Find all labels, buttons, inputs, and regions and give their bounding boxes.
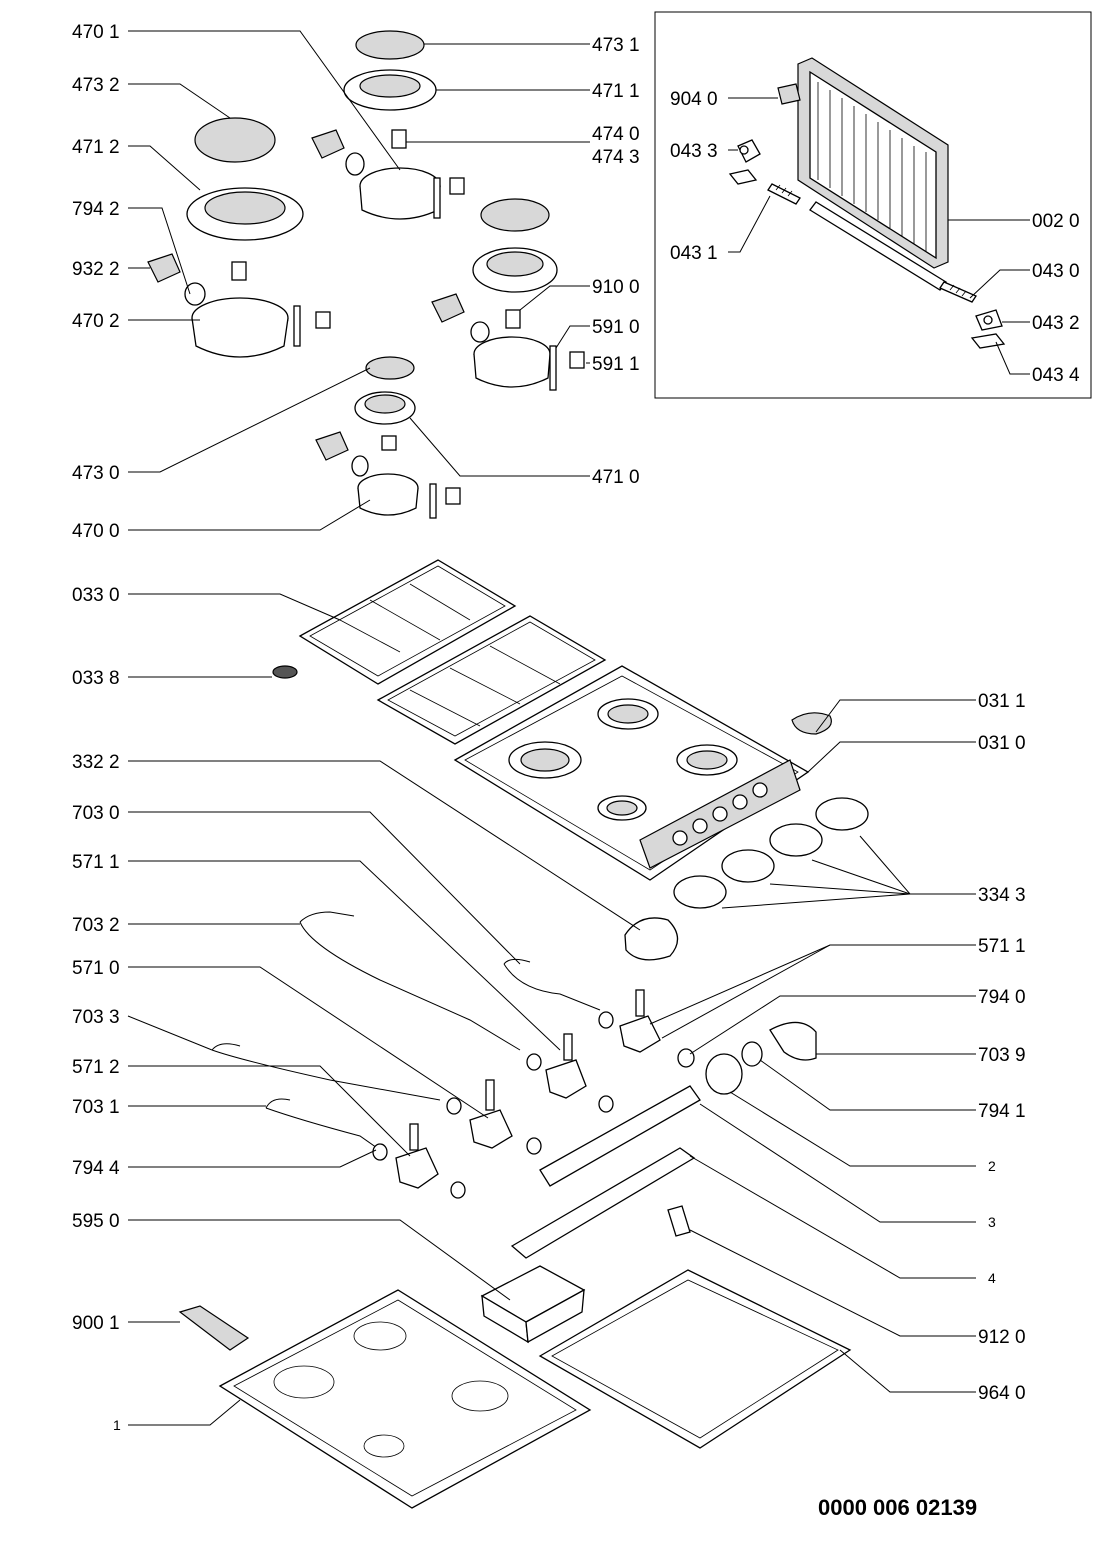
pan-supports (272, 559, 607, 745)
hinge-left (728, 139, 761, 185)
gas-pipes (211, 911, 601, 1151)
hinge-right (970, 309, 1006, 349)
callout-571-1-left: 571 1 (72, 852, 120, 873)
callout-470-0: 470 0 (72, 521, 120, 542)
gas-taps (395, 989, 661, 1189)
callout-912-0: 912 0 (978, 1327, 1026, 1348)
knob-332-2 (624, 917, 679, 961)
base-tray (218, 1289, 592, 1509)
callout-703-3: 703 3 (72, 1007, 120, 1028)
leader-lines (127, 30, 1030, 1426)
glass-lid (797, 57, 949, 291)
gasket-964-0 (538, 1269, 852, 1449)
callout-571-2: 571 2 (72, 1057, 120, 1078)
callout-474-0: 474 0 (592, 124, 640, 145)
callouts-middle: 473 1 471 1 474 0 474 3 910 0 591 0 591 … (592, 35, 640, 488)
badge-031-1 (791, 712, 832, 735)
callout-703-1: 703 1 (72, 1097, 120, 1118)
callout-474-3: 474 3 (592, 147, 640, 168)
callout-703-0: 703 0 (72, 803, 120, 824)
callout-473-2: 473 2 (72, 75, 120, 96)
callout-043-4: 043 4 (1032, 365, 1080, 386)
hob-top-panel (453, 665, 810, 881)
callout-703-2: 703 2 (72, 915, 120, 936)
burner-bodies (191, 167, 551, 516)
inlet-connector (705, 1021, 817, 1095)
callout-703-9: 703 9 (978, 1045, 1026, 1066)
rubber-foot (272, 665, 298, 679)
callout-794-0: 794 0 (978, 987, 1026, 1008)
callout-471-1: 471 1 (592, 81, 640, 102)
callout-043-3: 043 3 (670, 141, 718, 162)
lid-inset (654, 11, 1092, 399)
callouts-left: 470 1 473 2 471 2 794 2 932 2 470 2 473 … (72, 22, 121, 1433)
callout-471-0: 471 0 (592, 467, 640, 488)
hinge-pin-left (767, 183, 801, 205)
callout-2: 2 (988, 1158, 996, 1174)
screw-912-0 (667, 1205, 691, 1237)
burner-crowns (186, 69, 558, 425)
callout-031-1: 031 1 (978, 691, 1026, 712)
callouts-right: 031 1 031 0 334 3 571 1 794 0 703 9 794 … (978, 691, 1026, 1404)
support-bracket (510, 1147, 696, 1259)
callout-932-2: 932 2 (72, 259, 120, 280)
callout-591-1: 591 1 (592, 354, 640, 375)
callout-043-1: 043 1 (670, 243, 718, 264)
callout-591-0: 591 0 (592, 317, 640, 338)
callout-334-3: 334 3 (978, 885, 1026, 906)
callout-470-1: 470 1 (72, 22, 120, 43)
callout-473-0: 473 0 (72, 463, 120, 484)
callout-794-4: 794 4 (72, 1158, 120, 1179)
clamp-clips (147, 129, 465, 461)
callout-470-2: 470 2 (72, 311, 120, 332)
callout-571-1-right: 571 1 (978, 936, 1026, 957)
ignition-electrodes (293, 177, 585, 519)
hinge-pin-right (939, 281, 977, 303)
callout-043-2: 043 2 (1032, 313, 1080, 334)
callout-595-0: 595 0 (72, 1211, 120, 1232)
callout-031-0: 031 0 (978, 733, 1026, 754)
callout-1: 1 (113, 1417, 121, 1433)
callout-794-1: 794 1 (978, 1101, 1026, 1122)
bracket-900-1 (178, 1305, 250, 1351)
manifold-pipe (539, 1085, 701, 1187)
callout-033-0: 033 0 (72, 585, 120, 606)
callout-043-0: 043 0 (1032, 261, 1080, 282)
callouts-inset: 904 0 043 3 043 1 002 0 043 0 043 2 043 … (670, 89, 1080, 386)
callout-033-8: 033 8 (72, 668, 120, 689)
callout-473-1: 473 1 (592, 35, 640, 56)
callout-900-1: 900 1 (72, 1313, 120, 1334)
callout-3: 3 (988, 1214, 996, 1230)
callout-332-2: 332 2 (72, 752, 120, 773)
callout-4: 4 (988, 1270, 996, 1286)
ignition-unit (480, 1265, 586, 1344)
injectors-and-seals (184, 129, 521, 477)
callout-794-2: 794 2 (72, 199, 120, 220)
callout-471-2: 471 2 (72, 137, 120, 158)
callout-910-0: 910 0 (592, 277, 640, 298)
callout-571-0: 571 0 (72, 958, 120, 979)
callout-002-0: 002 0 (1032, 211, 1080, 232)
control-knobs (673, 797, 869, 909)
document-number: 0000 006 02139 (818, 1495, 977, 1520)
pad-part (777, 83, 801, 105)
callout-964-0: 964 0 (978, 1383, 1026, 1404)
burner-caps (194, 30, 550, 380)
callout-904-0: 904 0 (670, 89, 718, 110)
